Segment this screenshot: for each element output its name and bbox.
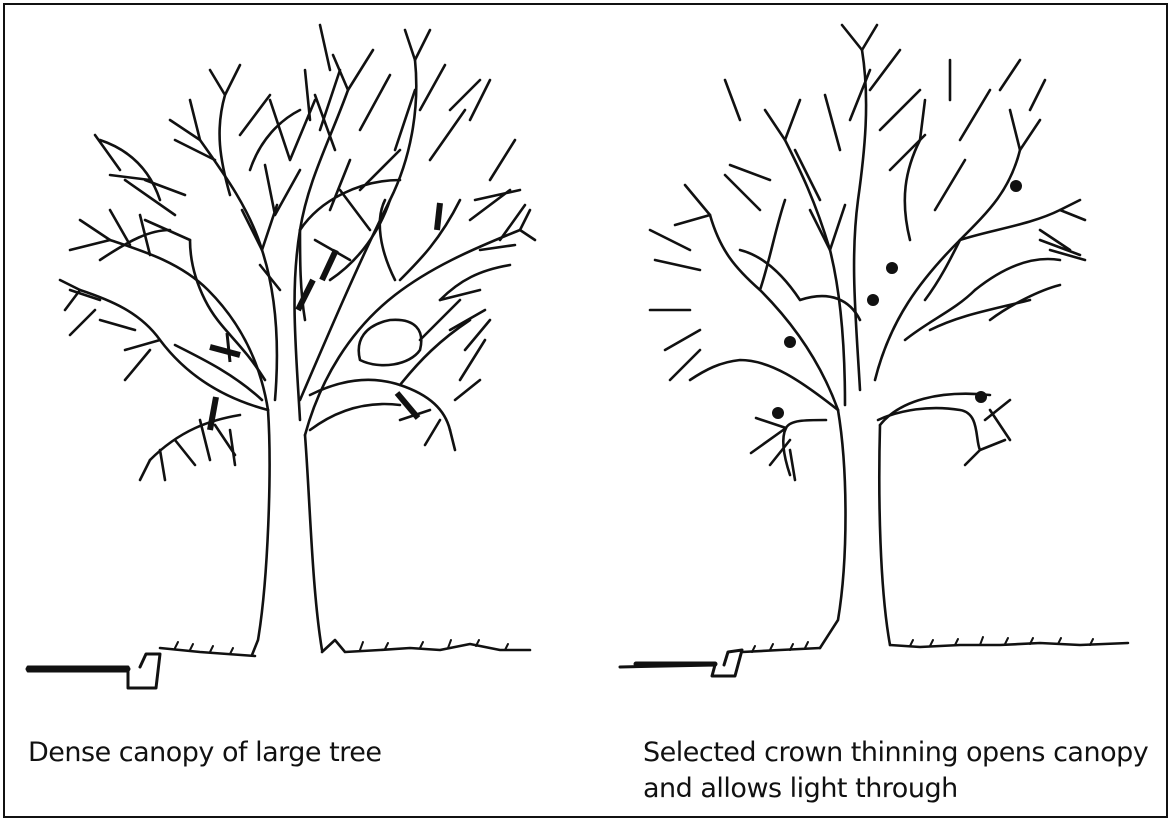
thinning-dot <box>975 391 987 403</box>
left-trunk <box>252 410 270 655</box>
right-tree-drawing <box>620 25 1128 676</box>
right-trunk <box>820 410 846 648</box>
thinning-dot <box>772 407 784 419</box>
cut-mark <box>322 250 336 280</box>
right-caption: Selected crown thinning opens canopy and… <box>643 735 1148 807</box>
cut-mark <box>437 203 440 230</box>
thinning-dot <box>867 294 879 306</box>
thinning-dot <box>1010 180 1022 192</box>
thinning-dot <box>886 262 898 274</box>
left-caption: Dense canopy of large tree <box>28 735 381 771</box>
left-ground <box>160 640 530 656</box>
left-caption-line-1: Dense canopy of large tree <box>28 737 381 768</box>
left-tree-drawing <box>28 25 535 688</box>
right-caption-line-1: Selected crown thinning opens canopy <box>643 735 1148 771</box>
right-caption-line-2: and allows light through <box>643 771 1148 807</box>
right-ground <box>742 643 1128 652</box>
cut-mark <box>210 347 240 355</box>
left-cut-marks <box>210 203 440 430</box>
cut-mark <box>227 333 230 362</box>
thinning-dot <box>784 336 796 348</box>
